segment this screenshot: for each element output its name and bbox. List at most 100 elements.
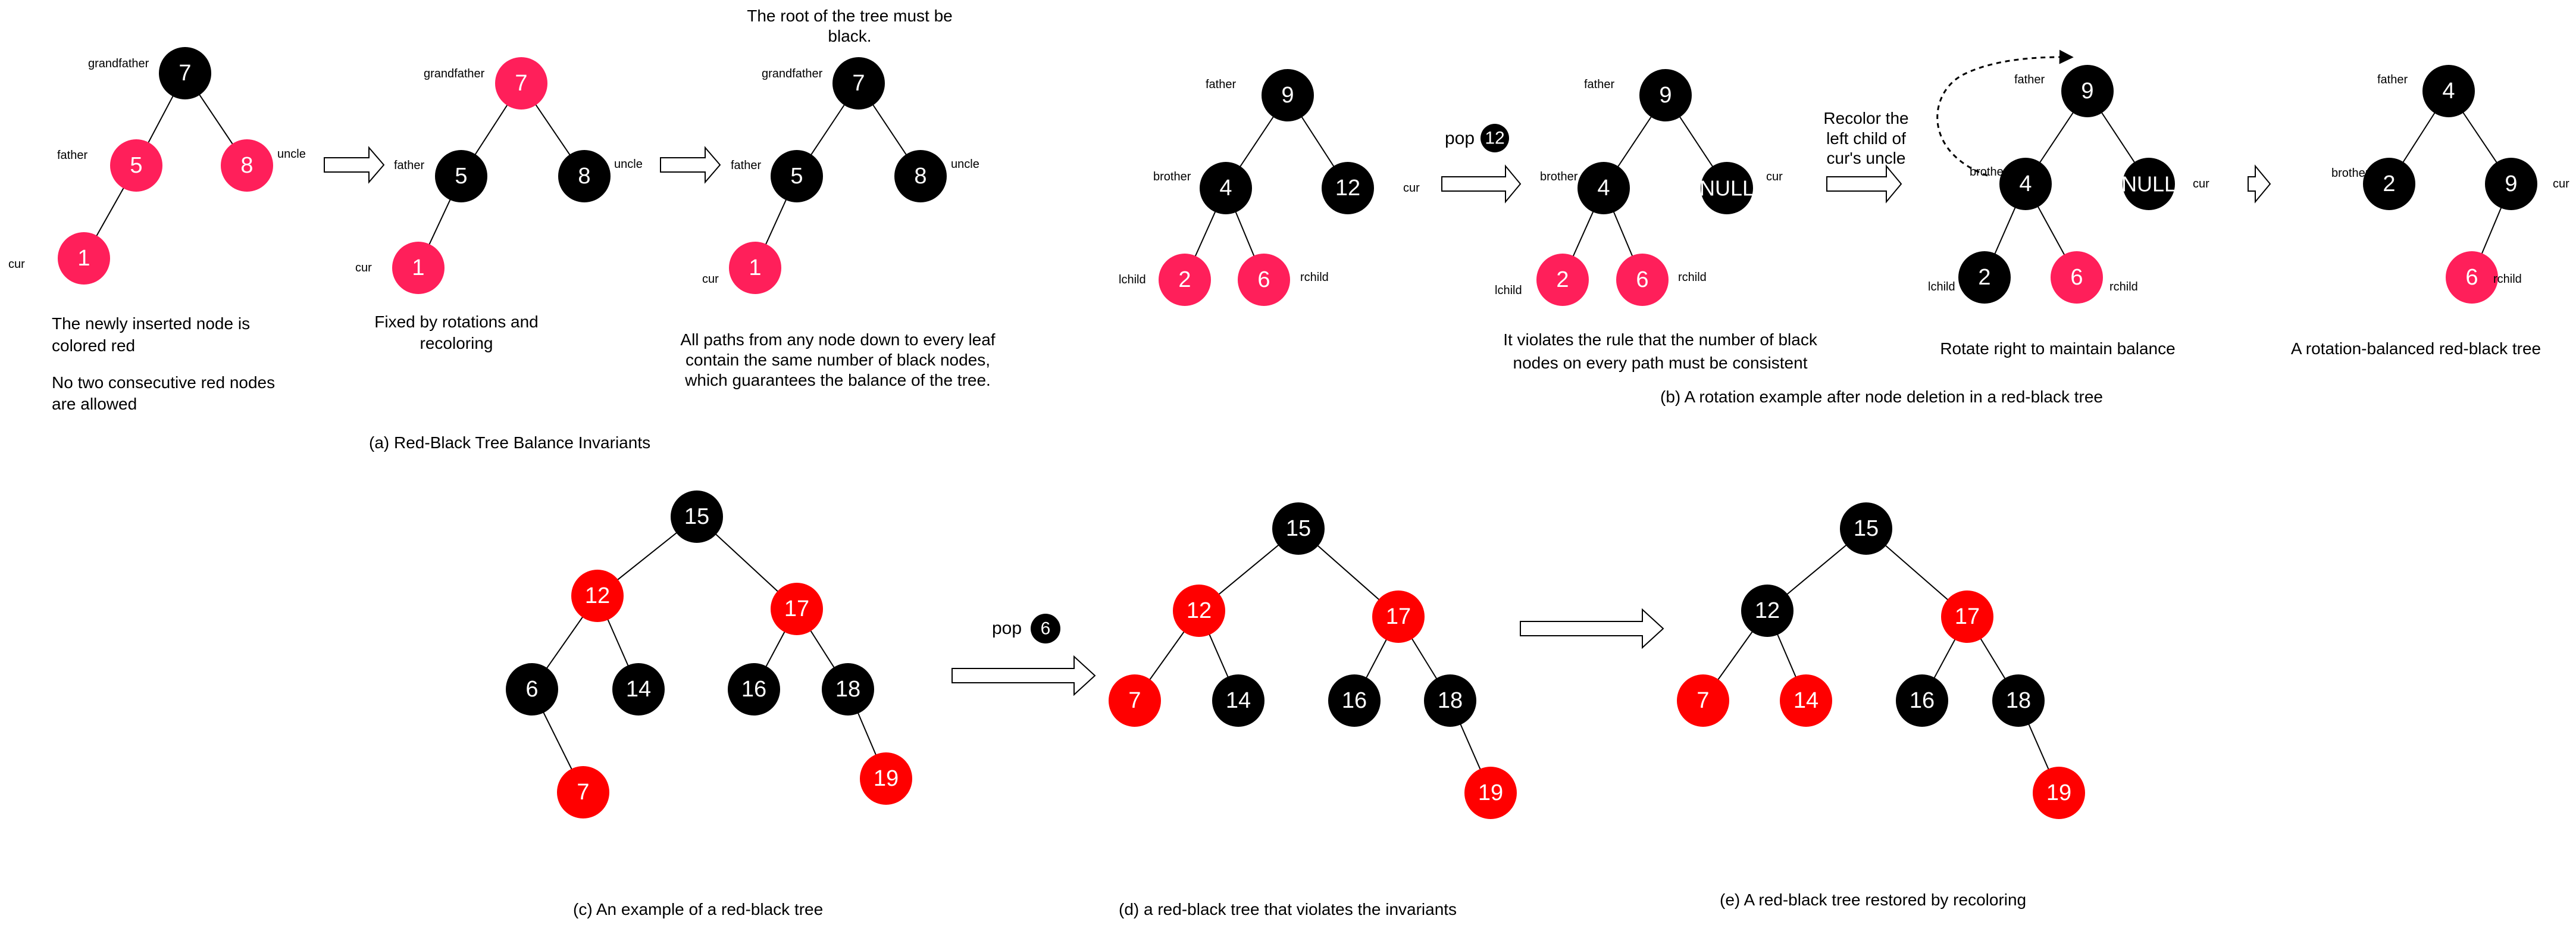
tree-node-circle: [557, 766, 609, 818]
transition-arrow: [951, 655, 1096, 696]
tree-node-circle: [435, 150, 487, 202]
role-brother: brother: [2331, 167, 2370, 180]
tree-node-circle: [1896, 674, 1948, 727]
tree-node-label: 7: [852, 71, 865, 96]
tree-node-circle: [1173, 585, 1225, 637]
tree-node-label: 7: [1128, 688, 1141, 713]
tree-node-circle: [58, 232, 110, 285]
a3-caption-line: contain the same number of black nodes,: [686, 351, 990, 369]
role-father: father: [2377, 73, 2408, 86]
tree-node: NULL: [2121, 158, 2176, 210]
tree-node: 1: [392, 242, 445, 294]
tree-node: 6: [2051, 251, 2103, 304]
tree-node-label: 5: [455, 164, 467, 189]
role-uncle: uncle: [277, 148, 306, 161]
tree-node-label: 18: [835, 677, 860, 702]
tree-node: 17: [1941, 590, 1993, 643]
tree-node-label: 1: [412, 255, 424, 280]
tree-node-circle: [1536, 254, 1589, 306]
popped-node-label: 6: [1041, 619, 1051, 639]
a3-top-note-line: The root of the tree must be: [747, 7, 953, 25]
tree-node: 7: [495, 57, 547, 110]
tree-node: 6: [506, 663, 558, 715]
tree-node-circle: [1677, 674, 1729, 727]
tree-node: 1: [58, 232, 110, 285]
tree-node: 17: [1372, 590, 1425, 643]
tree-node-label: 4: [2442, 79, 2455, 104]
role-rchild: rchild: [1300, 271, 1329, 284]
tree-node-label: 6: [1257, 267, 1270, 292]
tree-node-label: 17: [784, 596, 809, 621]
tree-node: 12: [1322, 162, 1374, 214]
tree-node-circle: [771, 583, 823, 635]
tree-node: 2: [1958, 251, 2011, 304]
tree-node-circle: [571, 570, 624, 622]
tree-node-circle: [495, 57, 547, 110]
tree-node: 8: [894, 150, 947, 202]
tree-node-circle: [1577, 162, 1630, 214]
tree-node-circle: [1639, 69, 1692, 121]
a1-caption-line: No two consecutive red nodes: [52, 373, 275, 392]
tree-node: 5: [435, 150, 487, 202]
tree-node-circle: [822, 663, 874, 715]
a3-top-note-line: black.: [828, 27, 871, 45]
tree-node: 9: [2485, 158, 2537, 210]
role-lchild: lchild: [1119, 273, 1146, 286]
role-uncle: uncle: [614, 158, 643, 171]
tree-node-circle: [1958, 251, 2011, 304]
tree-node-label: 8: [578, 164, 590, 189]
tree-node-circle: [1840, 502, 1892, 555]
b2-caption-line: It violates the rule that the number of …: [1503, 330, 1818, 349]
tree-node-circle: [2033, 767, 2085, 819]
tree-node-label: NULL: [1699, 176, 1754, 201]
tree-node-label: 2: [1556, 267, 1569, 292]
tree-node-label: 4: [1219, 176, 1232, 201]
tree-node: 5: [110, 139, 162, 192]
tree-node: 7: [557, 766, 609, 818]
tree-node-circle: [729, 242, 781, 294]
tree-node: 4: [1200, 162, 1252, 214]
tree-node-circle: [392, 242, 445, 294]
role-father: father: [1584, 78, 1614, 91]
tree-node-circle: [1328, 674, 1381, 727]
tree-node-label: 17: [1386, 604, 1411, 629]
tree-node-label: 2: [1978, 265, 1990, 290]
role-grandfather: grandfather: [762, 67, 823, 80]
role-father: father: [57, 149, 87, 162]
tree-node: 5: [771, 150, 823, 202]
tree-node-circle: [1941, 590, 1993, 643]
tree-node-label: 7: [1697, 688, 1709, 713]
tree-node-label: NULL: [2121, 172, 2176, 196]
a1-caption-line: are allowed: [52, 395, 137, 413]
role-cur: cur: [1766, 170, 1783, 183]
tree-node-label: 6: [2070, 265, 2083, 290]
transition-arrow: [324, 146, 385, 184]
tree-node-circle: [1616, 254, 1669, 306]
panel-d-caption: (d) a red-black tree that violates the i…: [1119, 900, 1457, 918]
tree-node-label: 15: [684, 504, 709, 529]
tree-node-circle: [2061, 65, 2114, 117]
tree-node: 14: [1212, 674, 1264, 727]
tree-node: 12: [571, 570, 624, 622]
a3-caption-line: which guarantees the balance of the tree…: [684, 371, 991, 389]
a1-caption-line: The newly inserted node is: [52, 314, 250, 333]
tree-node-circle: [558, 150, 611, 202]
a3-caption-line: All paths from any node down to every le…: [680, 330, 995, 349]
tree-node-label: 7: [577, 780, 589, 805]
tree-node-circle: [2446, 251, 2498, 304]
tree-node-label: 16: [1342, 688, 1367, 713]
transition-arrow: [1520, 608, 1664, 649]
tree-node: 9: [1639, 69, 1692, 121]
role-father: father: [2014, 73, 2045, 86]
role-brother: brother: [1970, 165, 2008, 179]
transition-arrow: [2248, 164, 2271, 204]
tree-node: 14: [1780, 674, 1832, 727]
tree-node-circle: [1159, 254, 1211, 306]
tree-node-circle: [1109, 674, 1161, 727]
tree-node: 12: [1741, 585, 1794, 637]
tree-node-label: 9: [2505, 171, 2517, 196]
role-father: father: [1206, 78, 1236, 91]
rotation-dashed-arrow: [1936, 49, 2074, 177]
tree-node: 7: [1109, 674, 1161, 727]
role-grandfather: grandfather: [424, 67, 485, 80]
